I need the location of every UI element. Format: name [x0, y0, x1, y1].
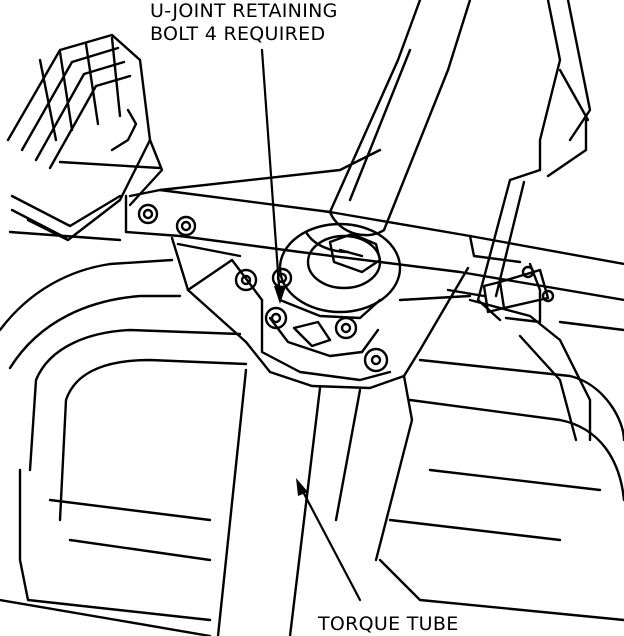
ujoint-bolt-label: U-JOINT RETAINING BOLT 4 REQUIRED	[150, 0, 338, 46]
u-joint	[268, 222, 402, 358]
ujoint-label-line1: U-JOINT RETAINING	[150, 0, 338, 22]
seat-frame-right	[476, 0, 592, 322]
floor-pan	[0, 258, 624, 636]
mounting-plate	[170, 236, 470, 390]
torque-tube	[216, 368, 414, 636]
driveshaft-upper	[328, 0, 472, 237]
callout-leaders	[260, 48, 362, 602]
torque-tube-label: TORQUE TUBE	[318, 613, 459, 636]
torque-tube-label-text: TORQUE TUBE	[318, 613, 459, 635]
seat-frame	[6, 33, 164, 242]
ujoint-label-line2: BOLT 4 REQUIRED	[150, 23, 326, 45]
callout-arrowheads	[274, 286, 308, 496]
crossmember-bolts	[137, 203, 258, 292]
u-joint-retaining-bolts	[264, 267, 389, 373]
